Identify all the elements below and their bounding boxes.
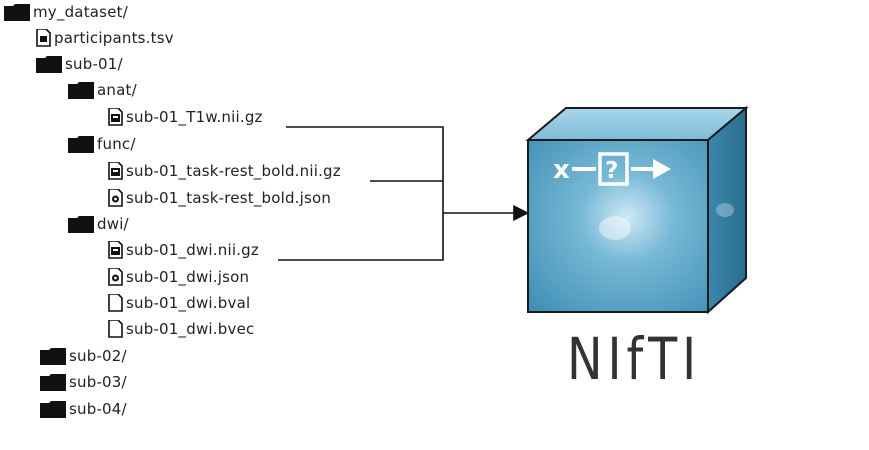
tree-item-label: sub-01_dwi.nii.gz — [126, 241, 259, 259]
table-file-icon — [36, 29, 51, 47]
tree-item-participants[interactable]: participants.tsv — [36, 28, 174, 48]
tree-item-sub02[interactable]: sub-02/ — [40, 346, 127, 366]
tree-item-sub01[interactable]: sub-01/ — [36, 54, 123, 74]
connector-dwi — [278, 213, 444, 261]
folder-icon — [68, 135, 94, 153]
tree-item-dwi_json[interactable]: sub-01_dwi.json — [108, 267, 249, 287]
tree-item-label: sub-01/ — [65, 55, 123, 73]
tree-item-dwi_bval[interactable]: sub-01_dwi.bval — [108, 293, 250, 313]
tree-item-sub04[interactable]: sub-04/ — [40, 399, 127, 419]
transform-icon: x ? — [553, 152, 671, 186]
tree-item-dwi_bvec[interactable]: sub-01_dwi.bvec — [108, 319, 254, 339]
folder-icon — [40, 400, 66, 418]
tree-item-func[interactable]: func/ — [68, 134, 136, 154]
tree-item-label: anat/ — [97, 81, 137, 99]
tree-item-label: sub-01_dwi.bvec — [126, 320, 255, 338]
tree-item-label: participants.tsv — [54, 29, 174, 47]
tree-item-label: dwi/ — [97, 215, 129, 233]
folder-icon — [40, 347, 66, 365]
blank-file-icon — [108, 294, 123, 312]
tree-item-dwi[interactable]: dwi/ — [68, 214, 129, 234]
json-file-icon — [108, 189, 123, 207]
tree-item-root[interactable]: my_dataset/ — [4, 2, 128, 22]
connector-t1w — [286, 126, 444, 213]
tree-item-bold_nii[interactable]: sub-01_task-rest_bold.nii.gz — [108, 161, 341, 181]
tree-item-anat[interactable]: anat/ — [68, 80, 137, 100]
tree-item-label: my_dataset/ — [33, 3, 128, 21]
transform-x-label: x — [553, 155, 570, 185]
tree-item-label: sub-01_task-rest_bold.nii.gz — [126, 162, 341, 180]
cube-front-face — [527, 139, 709, 313]
tree-item-t1w[interactable]: sub-01_T1w.nii.gz — [108, 107, 263, 127]
tree-item-label: sub-01_T1w.nii.gz — [126, 108, 263, 126]
transform-question-label: ? — [605, 158, 618, 184]
nifti-label: NIfTI — [567, 325, 702, 393]
blank-file-icon — [108, 320, 123, 338]
json-file-icon — [108, 268, 123, 286]
tree-item-label: sub-04/ — [69, 400, 127, 418]
folder-icon — [4, 3, 30, 21]
tree-item-label: sub-01_dwi.json — [126, 268, 250, 286]
nifti-file-icon — [108, 162, 123, 180]
tree-item-label: sub-03/ — [69, 373, 127, 391]
tree-item-sub03[interactable]: sub-03/ — [40, 372, 127, 392]
nifti-file-icon — [108, 108, 123, 126]
tree-item-bold_json[interactable]: sub-01_task-rest_bold.json — [108, 188, 331, 208]
tree-item-label: sub-01_dwi.bval — [126, 294, 251, 312]
tree-item-label: sub-02/ — [69, 347, 127, 365]
tree-item-dwi_nii[interactable]: sub-01_dwi.nii.gz — [108, 240, 259, 260]
nifti-file-icon — [108, 241, 123, 259]
folder-icon — [68, 215, 94, 233]
folder-icon — [68, 81, 94, 99]
folder-icon — [40, 373, 66, 391]
tree-item-label: sub-01_task-rest_bold.json — [126, 189, 332, 207]
folder-icon — [36, 55, 62, 73]
tree-item-label: func/ — [97, 135, 136, 153]
nifti-cube: x ? — [525, 106, 749, 315]
